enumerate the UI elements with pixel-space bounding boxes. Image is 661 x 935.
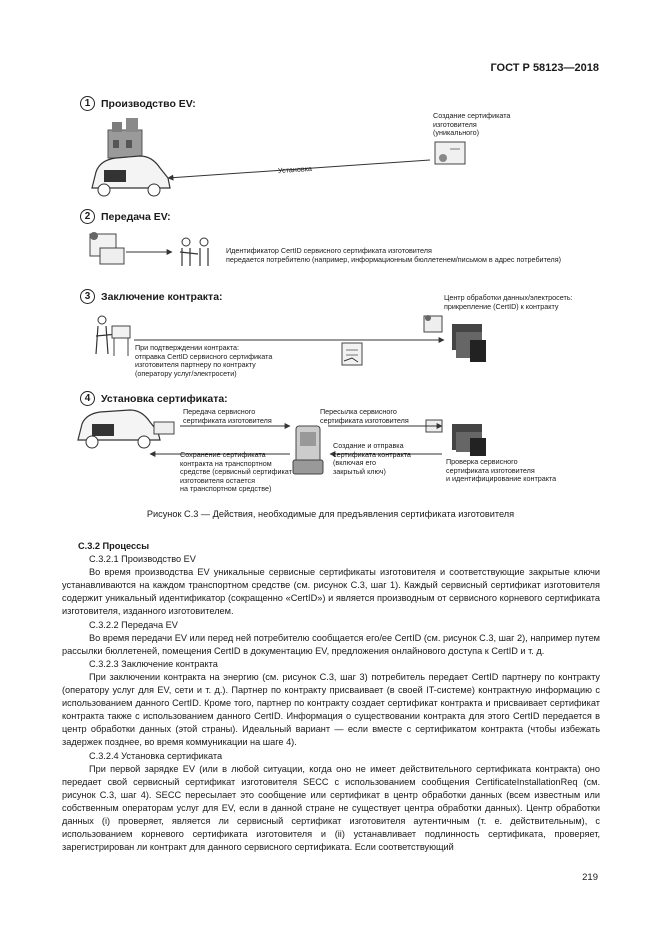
- label-data-center: Центр обработки данных/электросеть: прик…: [444, 293, 573, 311]
- standard-header: ГОСТ Р 58123—2018: [490, 62, 599, 74]
- document-icon: [89, 232, 125, 265]
- figure-caption: Рисунок С.3 — Действия, необходимые для …: [146, 509, 515, 519]
- page-number: 219: [582, 872, 598, 883]
- car-icon: [91, 155, 171, 197]
- label-forward-certificate: Пересылка сервисного сертификата изготов…: [320, 407, 409, 425]
- step-title: Установка сертификата:: [101, 392, 228, 405]
- car-icon-step4: [77, 409, 161, 449]
- body-text: С.3.2 Процессы С.3.2.1 Производство EV В…: [62, 540, 600, 854]
- factory-icon: [107, 118, 143, 159]
- step-number: 4: [80, 391, 95, 406]
- data-center-icon-step4: [425, 419, 486, 456]
- label-transfer-certificate: Передача сервисного сертификата изготови…: [183, 407, 272, 425]
- person-signing-icon: [95, 315, 131, 356]
- step-number: 2: [80, 209, 95, 224]
- step-2: 2 Передача EV:: [80, 209, 171, 224]
- subsection-heading: С.3.2.3 Заключение контракта: [89, 658, 218, 669]
- label-create-send-contract: Создание и отправка сертификата контракт…: [333, 441, 411, 476]
- step-4: 4 Установка сертификата:: [80, 391, 228, 406]
- charging-station-icon: [292, 425, 324, 475]
- step-title: Заключение контракта:: [101, 290, 223, 303]
- step-title: Производство EV:: [101, 97, 196, 110]
- section-heading: С.3.2 Процессы: [78, 541, 150, 551]
- step-number: 1: [80, 96, 95, 111]
- certificate-icon: [434, 141, 466, 165]
- subsection-heading: С.3.2.4 Установка сертификата: [89, 750, 223, 761]
- label-contract-confirm: При подтверждении контракта: отправка Ce…: [135, 343, 273, 378]
- paragraph: При первой зарядке EV (или в любой ситуа…: [62, 763, 600, 853]
- data-center-icon: [423, 315, 486, 362]
- step-3: 3 Заключение контракта:: [80, 289, 223, 304]
- paragraph: Во время передачи EV или перед ней потре…: [62, 632, 600, 656]
- label-create-certificate: Создание сертификата изготовителя (уника…: [433, 111, 511, 138]
- contract-document-icon: [341, 342, 363, 366]
- step-1: 1 Производство EV:: [80, 96, 196, 111]
- label-check-certificate: Проверка сервисного сертификата изготови…: [446, 457, 557, 484]
- step-number: 3: [80, 289, 95, 304]
- people-handshake-icon: [179, 237, 209, 266]
- label-certid-transfer: Идентификатор CertID сервисного сертифик…: [226, 246, 562, 264]
- paragraph: Во время производства EV уникальные серв…: [62, 567, 600, 617]
- certificate-icon-step4: [153, 421, 175, 435]
- subsection-heading: С.3.2.1 Производство EV: [89, 554, 196, 565]
- figure-c3-diagram: [77, 118, 486, 475]
- label-save-contract: Сохранение сертификата контракта на тран…: [180, 450, 292, 494]
- step-title: Передача EV:: [101, 210, 171, 223]
- subsection-heading: С.3.2.2 Передача EV: [89, 619, 178, 630]
- paragraph: При заключении контракта на энергию (см.…: [62, 671, 600, 748]
